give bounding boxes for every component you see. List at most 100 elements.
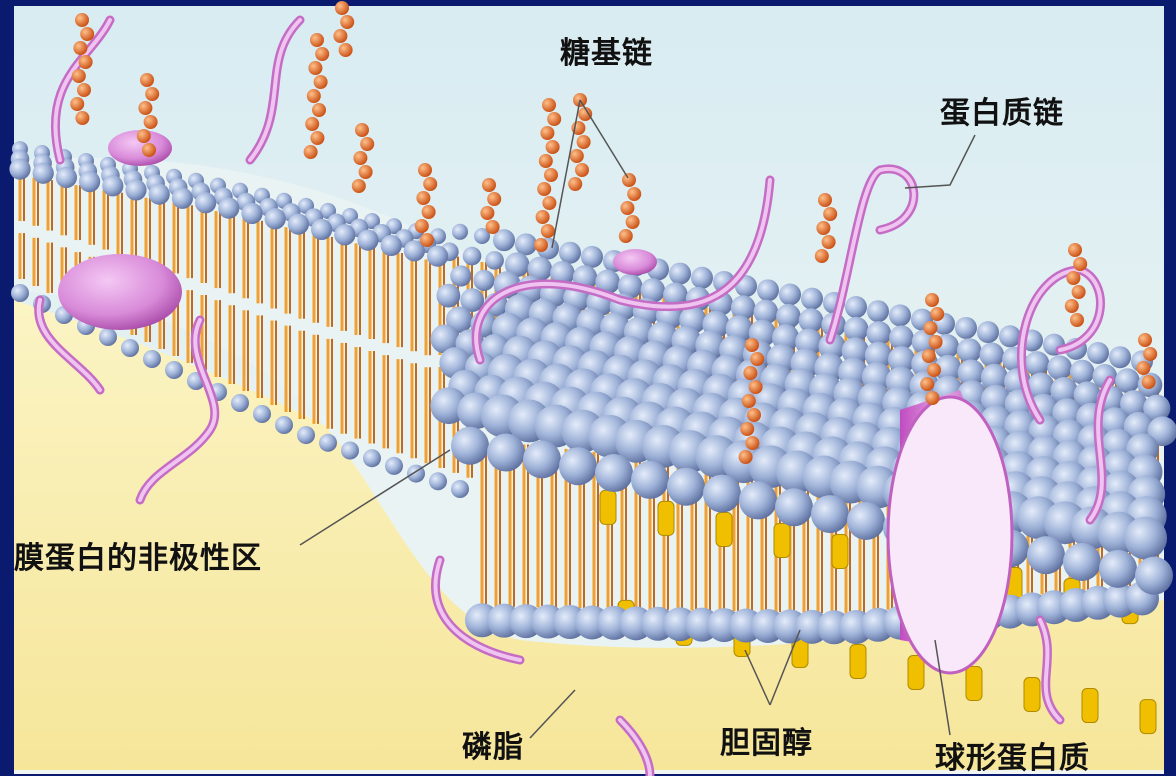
lipid-head	[452, 224, 468, 240]
cholesterol-molecule	[1082, 689, 1098, 723]
sugar-bead	[1072, 285, 1086, 299]
sugar-bead	[333, 29, 347, 43]
lipid-head	[231, 394, 249, 412]
sugar-bead	[575, 163, 589, 177]
sugar-bead	[1066, 271, 1080, 285]
sugar-bead	[542, 196, 556, 210]
sugar-bead	[305, 117, 319, 131]
sugar-bead	[138, 101, 152, 115]
sugar-bead	[546, 140, 560, 154]
sugar-bead	[340, 15, 354, 29]
lipid-head	[581, 246, 603, 268]
sugar-bead	[1136, 361, 1150, 375]
sugar-bead	[920, 377, 934, 391]
sugar-bead	[927, 363, 941, 377]
lipid-head	[669, 263, 691, 285]
lipid-head	[79, 171, 100, 192]
sugar-bead	[335, 1, 349, 15]
cholesterol-molecule	[716, 512, 732, 546]
sugar-bead	[70, 97, 84, 111]
sugar-bead	[140, 73, 154, 87]
lipid-head	[319, 434, 337, 452]
lipid-head	[9, 158, 30, 179]
sugar-bead	[144, 115, 158, 129]
lipid-head	[1135, 557, 1173, 595]
sugar-bead	[73, 41, 87, 55]
sugar-bead	[307, 89, 321, 103]
lipid-head	[1025, 351, 1050, 376]
cholesterol-molecule	[908, 656, 924, 690]
lipid-head	[1047, 355, 1072, 380]
lipid-head	[451, 480, 469, 498]
sugar-bead	[743, 366, 757, 380]
lipid-head	[311, 219, 332, 240]
sugar-bead	[619, 229, 633, 243]
lipid-head	[451, 427, 489, 465]
sugar-bead	[77, 83, 91, 97]
lipid-head	[845, 296, 867, 318]
lipid-head	[99, 328, 117, 346]
lipid-head	[1087, 342, 1109, 364]
cholesterol-molecule	[832, 534, 848, 568]
sugar-bead	[359, 165, 373, 179]
lipid-head	[385, 457, 403, 475]
sugar-bead	[482, 178, 496, 192]
lipid-head	[811, 495, 849, 533]
sugar-bead	[930, 307, 944, 321]
lipid-head	[195, 192, 216, 213]
lipid-head	[977, 321, 999, 343]
lipid-head	[121, 339, 139, 357]
sugar-bead	[480, 206, 494, 220]
sugar-bead	[740, 422, 754, 436]
sugar-bead	[929, 335, 943, 349]
lipid-head	[11, 284, 29, 302]
lipid-head	[1027, 536, 1065, 574]
lipid-head	[867, 300, 889, 322]
lipid-head	[779, 284, 801, 306]
sugar-bead	[1073, 257, 1087, 271]
lipid-head	[631, 461, 669, 499]
sugar-bead	[145, 87, 159, 101]
lipid-head	[165, 361, 183, 379]
sugar-bead	[137, 129, 151, 143]
sugar-bead	[540, 126, 554, 140]
sugar-bead	[537, 182, 551, 196]
lipid-head	[275, 416, 293, 434]
lipid-head	[1124, 517, 1167, 560]
lipid-head	[381, 235, 402, 256]
lipid-head	[288, 214, 309, 235]
sugar-bead	[1070, 313, 1084, 327]
sugar-bead	[1143, 347, 1157, 361]
sugar-bead	[415, 219, 429, 233]
lipid-head	[463, 247, 482, 266]
sugar-bead	[72, 69, 86, 83]
cholesterol-molecule	[1024, 678, 1040, 712]
cholesterol-molecule	[850, 644, 866, 678]
sugar-bead	[487, 192, 501, 206]
sugar-bead	[423, 177, 437, 191]
lipid-head	[955, 317, 977, 339]
sugar-bead	[314, 75, 328, 89]
cholesterol-molecule	[1140, 700, 1156, 734]
sugar-bead	[923, 321, 937, 335]
lipid-head	[437, 284, 461, 308]
cholesterol-molecule	[600, 490, 616, 524]
sugar-bead	[80, 27, 94, 41]
label-phospholipid: 磷脂	[462, 722, 524, 766]
lipid-head	[775, 488, 813, 526]
sugar-bead	[823, 207, 837, 221]
cholesterol-molecule	[658, 501, 674, 535]
sugar-bead	[355, 123, 369, 137]
sugar-bead	[750, 352, 764, 366]
sugar-bead	[620, 201, 634, 215]
lipid-head	[125, 179, 146, 200]
lipid-head	[265, 208, 286, 229]
sugar-bead	[310, 33, 324, 47]
sugar-bead	[539, 154, 553, 168]
sugar-bead	[422, 205, 436, 219]
lipid-head	[801, 288, 823, 310]
sugar-bead	[544, 168, 558, 182]
label-protein-chain: 蛋白质链	[940, 88, 1064, 132]
label-cholesterol: 胆固醇	[720, 718, 813, 762]
